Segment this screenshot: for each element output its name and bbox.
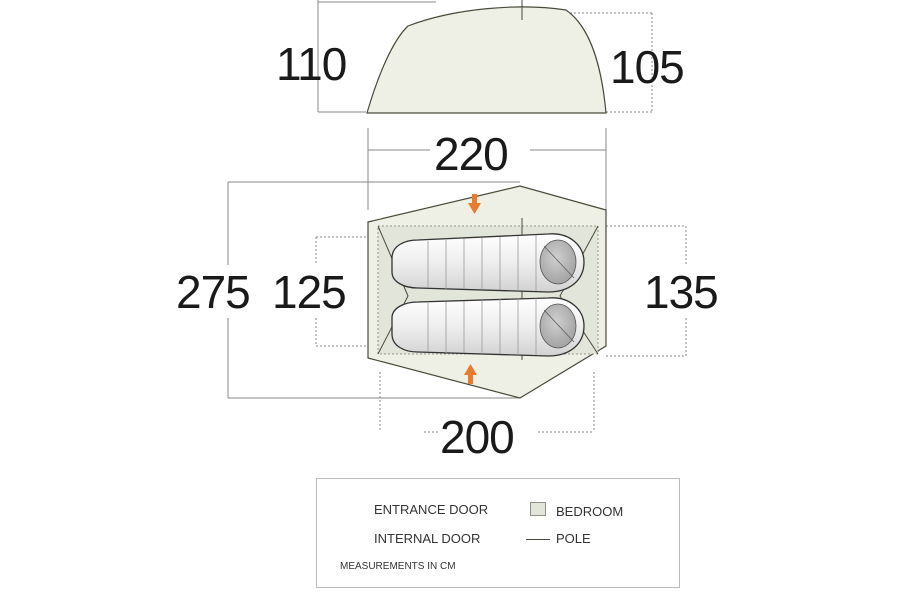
legend-pole-line-icon xyxy=(526,539,550,540)
dimension-width-bedroom: 125 xyxy=(272,266,347,318)
length-dimension-lines xyxy=(367,128,607,210)
dimension-height-front: 105 xyxy=(610,41,685,93)
legend-internal-door-label: INTERNAL DOOR xyxy=(374,531,481,546)
entrance-arrow-bottom xyxy=(464,364,477,384)
sleeping-bag-top-hood xyxy=(539,239,577,285)
legend-entrance-door-label: ENTRANCE DOOR xyxy=(374,502,489,517)
dimension-length-total: 220 xyxy=(434,128,509,180)
dimension-width-total: 275 xyxy=(176,266,251,318)
dimension-width-floor: 135 xyxy=(644,266,719,318)
legend-box xyxy=(316,478,680,588)
legend-pole-label: POLE xyxy=(556,531,591,546)
legend-bedroom-swatch xyxy=(530,502,546,516)
legend-measurements-note: MEASUREMENTS IN CM xyxy=(340,561,456,572)
width-total-dimension-lines xyxy=(227,181,520,399)
entrance-arrow-top xyxy=(468,194,481,214)
dimension-height-rear: 110 xyxy=(276,38,347,90)
width-bedroom-dimension-lines xyxy=(315,236,368,347)
tent-side-view xyxy=(366,6,607,114)
width-floor-dimension-lines xyxy=(606,225,687,357)
length-bedroom-dimension-lines xyxy=(379,372,595,433)
sleeping-bag-bottom xyxy=(391,297,585,357)
legend-bedroom-label: BEDROOM xyxy=(556,504,624,519)
dimension-length-bedroom: 200 xyxy=(440,411,515,463)
sleeping-bag-bottom-hood xyxy=(539,303,577,349)
sleeping-bag-top xyxy=(391,233,585,293)
